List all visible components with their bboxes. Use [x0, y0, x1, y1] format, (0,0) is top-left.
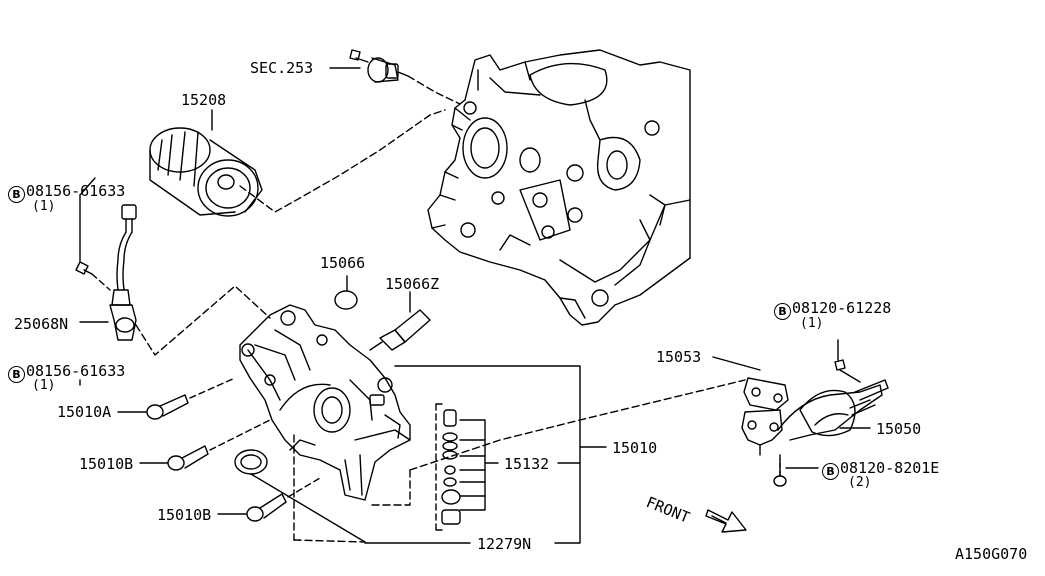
bolt-marker-icon: B — [8, 366, 25, 383]
label-15066: 15066 — [320, 254, 366, 272]
bolt-marker-icon: B — [774, 303, 791, 320]
oil-seal — [235, 450, 365, 542]
label-15053: 15053 — [656, 348, 702, 366]
assembly-bracket — [294, 366, 745, 543]
label-bolt-a-qty: (1) — [32, 199, 56, 214]
label-15132: 15132 — [504, 455, 550, 473]
front-arrow — [706, 510, 746, 532]
label-15010b-1: 15010B — [79, 455, 134, 473]
label-bolt-d-qty: (2) — [848, 475, 872, 490]
bolt-marker-icon: B — [8, 186, 25, 203]
label-bolt-c-qty: (1) — [800, 316, 824, 331]
oil-filter — [150, 110, 445, 216]
oil-pressure-switch — [330, 50, 460, 104]
oil-strainer — [713, 340, 888, 486]
label-15010a: 15010A — [57, 403, 112, 421]
crank-position-sensor — [76, 195, 270, 355]
bolt-a-number: 08156-61633 — [26, 182, 126, 200]
label-15208: 15208 — [181, 91, 227, 109]
label-15066z: 15066Z — [385, 275, 440, 293]
leader-lines — [80, 178, 95, 385]
oil-pump-assembly — [240, 305, 410, 500]
diagram-id: A150G070 — [955, 545, 1028, 563]
plug-15066 — [335, 276, 357, 309]
bolt-b-number: 08156-61633 — [26, 362, 126, 380]
label-15010: 15010 — [612, 439, 658, 457]
label-25068n: 25068N — [14, 315, 69, 333]
bolt-d-number: 08120-8201E — [840, 459, 940, 477]
label-15010b-2: 15010B — [157, 506, 212, 524]
label-15050: 15050 — [876, 420, 922, 438]
label-sec253: SEC.253 — [250, 59, 314, 77]
engine-block — [428, 50, 690, 325]
bolt-c-number: 08120-61228 — [792, 299, 892, 317]
label-bolt-b-qty: (1) — [32, 378, 56, 393]
strainer-15066z — [370, 292, 430, 350]
bolt-marker-icon: B — [822, 463, 839, 480]
label-12279n: 12279N — [477, 535, 532, 553]
relief-valve-parts — [436, 404, 580, 530]
